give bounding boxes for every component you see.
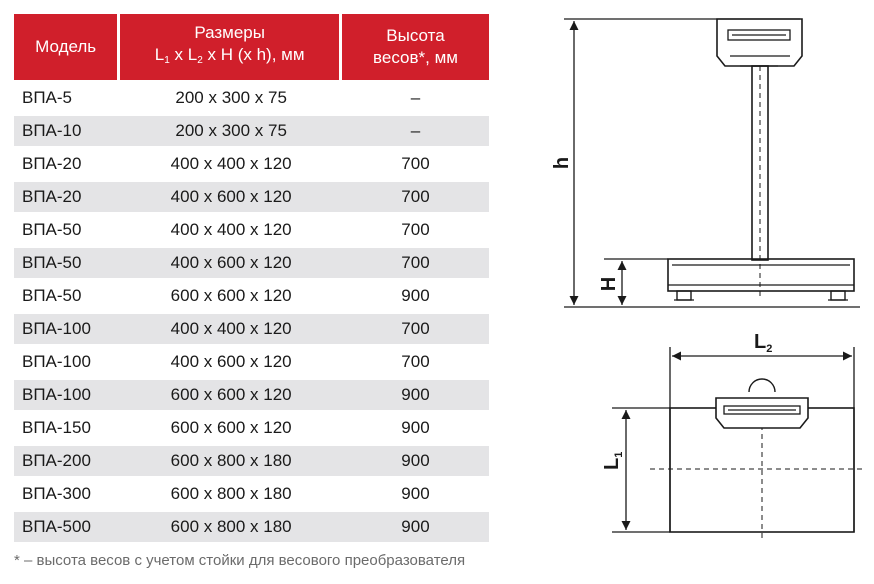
- header-height: Высота весов*, мм: [341, 14, 489, 80]
- header-model: Модель: [14, 14, 121, 80]
- indicator-top: [715, 397, 809, 429]
- header-dimensions-formula: L1 x L2 x H (x h), мм: [154, 45, 305, 66]
- model-cell: ВПА-100: [14, 344, 121, 377]
- label-L2: L2: [754, 331, 772, 355]
- side-view: [564, 18, 860, 308]
- height-cell: 900: [341, 476, 489, 509]
- footnote: * – высота весов с учетом стойки для вес…: [14, 552, 466, 569]
- header-dimensions-title: Размеры: [194, 23, 265, 42]
- model-cell: ВПА-20: [14, 179, 121, 212]
- height-cell: –: [341, 113, 489, 146]
- dims-cell: 400 x 400 x 120: [120, 311, 342, 344]
- model-cell: ВПА-100: [14, 377, 121, 410]
- height-cell: 900: [341, 443, 489, 476]
- height-cell: 700: [341, 245, 489, 278]
- model-cell: ВПА-10: [14, 113, 121, 146]
- dims-cell: 200 x 300 x 75: [120, 80, 342, 113]
- height-cell: –: [341, 80, 489, 113]
- label-H: H: [598, 277, 620, 291]
- platform: [667, 258, 855, 292]
- label-L1: L1: [601, 452, 625, 470]
- height-cell: 900: [341, 509, 489, 542]
- dims-cell: 600 x 800 x 180: [120, 443, 342, 476]
- dims-cell: 200 x 300 x 75: [120, 113, 342, 146]
- indicator-head: [716, 18, 803, 67]
- height-cell: 700: [341, 212, 489, 245]
- height-cell: 900: [341, 377, 489, 410]
- height-cell: 900: [341, 410, 489, 443]
- model-cell: ВПА-500: [14, 509, 121, 542]
- model-cell: ВПА-300: [14, 476, 121, 509]
- dims-cell: 400 x 400 x 120: [120, 146, 342, 179]
- model-cell: ВПА-200: [14, 443, 121, 476]
- dims-cell: 400 x 600 x 120: [120, 344, 342, 377]
- model-cell: ВПА-20: [14, 146, 121, 179]
- model-cell: ВПА-50: [14, 245, 121, 278]
- model-cell: ВПА-5: [14, 80, 121, 113]
- dims-cell: 600 x 600 x 120: [120, 377, 342, 410]
- header-dimensions: Размеры L1 x L2 x H (x h), мм: [120, 14, 342, 80]
- model-cell: ВПА-150: [14, 410, 121, 443]
- model-cell: ВПА-50: [14, 212, 121, 245]
- height-cell: 700: [341, 311, 489, 344]
- dims-cell: 600 x 800 x 180: [120, 509, 342, 542]
- dims-cell: 400 x 600 x 120: [120, 245, 342, 278]
- model-cell: ВПА-50: [14, 278, 121, 311]
- dims-cell: 600 x 800 x 180: [120, 476, 342, 509]
- height-cell: 700: [341, 344, 489, 377]
- dims-cell: 400 x 600 x 120: [120, 179, 342, 212]
- height-cell: 700: [341, 179, 489, 212]
- top-view: [612, 347, 862, 540]
- scale-dimension-drawing: h H L2 L1: [551, 18, 862, 540]
- dims-cell: 400 x 400 x 120: [120, 212, 342, 245]
- dims-cell: 600 x 600 x 120: [120, 410, 342, 443]
- dims-cell: 600 x 600 x 120: [120, 278, 342, 311]
- height-cell: 700: [341, 146, 489, 179]
- height-cell: 900: [341, 278, 489, 311]
- label-h: h: [551, 157, 573, 169]
- model-cell: ВПА-100: [14, 311, 121, 344]
- spec-table: Модель Размеры L1 x L2 x H (x h), мм Выс…: [14, 14, 489, 542]
- table-header-row: Модель Размеры L1 x L2 x H (x h), мм Выс…: [14, 14, 489, 80]
